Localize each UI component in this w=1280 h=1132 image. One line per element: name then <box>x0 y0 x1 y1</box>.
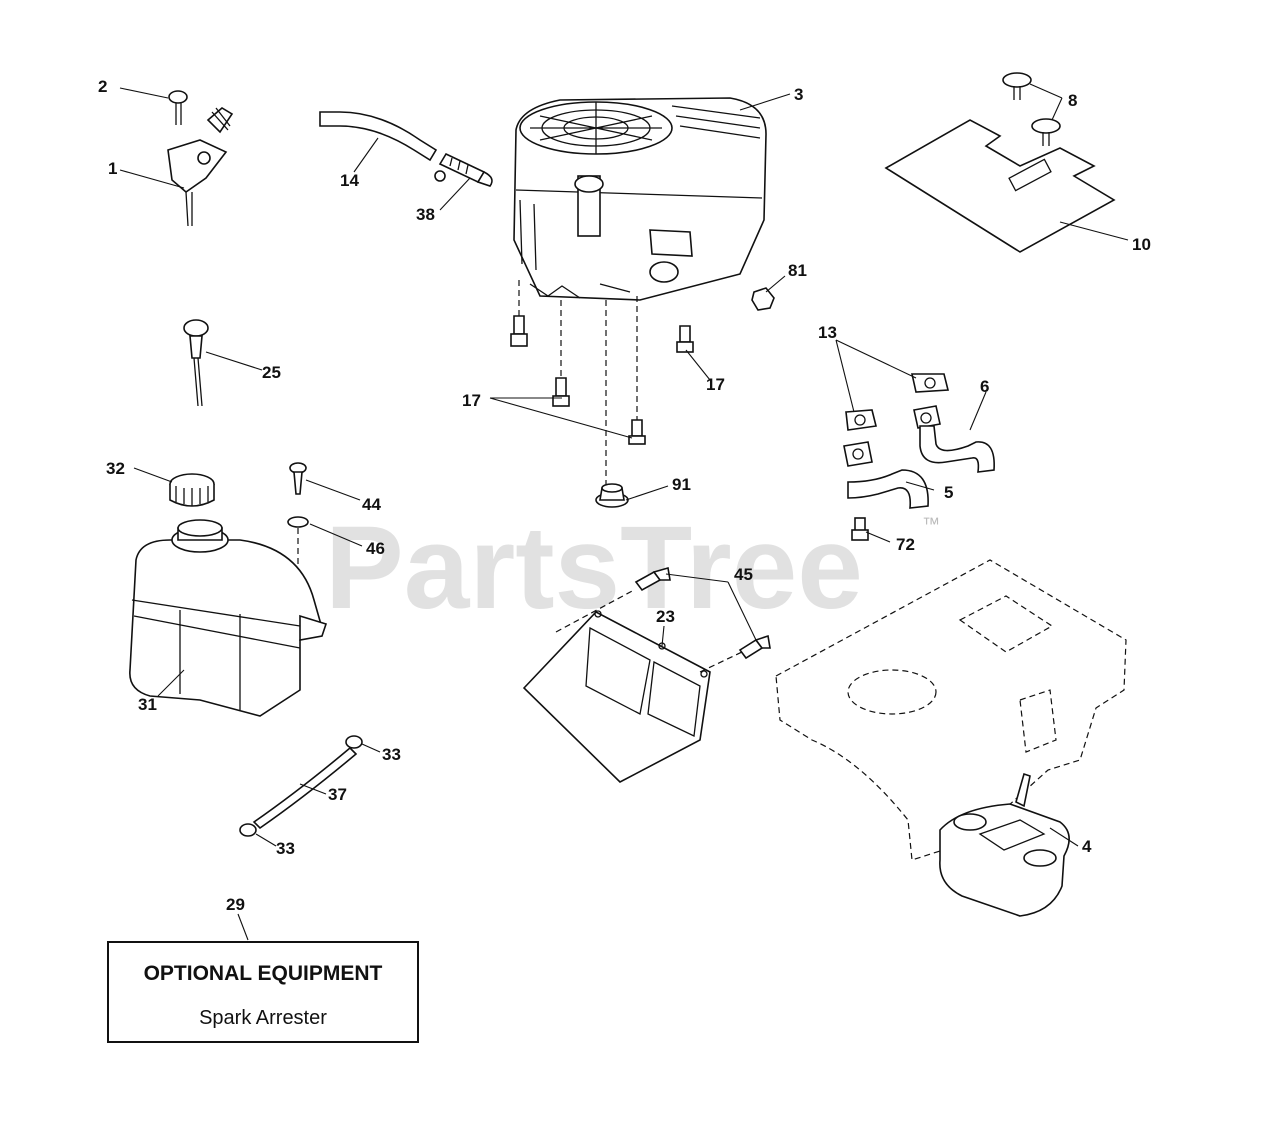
part-44-screw[interactable] <box>289 462 307 495</box>
callout-17a: 17 <box>462 391 481 410</box>
callout-29: 29 <box>226 895 245 914</box>
part-23-bracket[interactable] <box>522 610 711 783</box>
part-5-exhaust-pipe[interactable] <box>847 469 929 509</box>
part-32-fuel-cap[interactable] <box>169 473 215 507</box>
part-14-fuel-line[interactable] <box>319 111 438 162</box>
frame-reference <box>775 559 1127 861</box>
callout-2: 2 <box>98 77 107 96</box>
part-8-knobs[interactable] <box>1002 72 1061 146</box>
part-38-fuel-filter[interactable] <box>434 152 493 187</box>
callout-1: 1 <box>108 159 117 178</box>
callout-3: 3 <box>794 85 803 104</box>
part-17-bolts[interactable] <box>510 315 694 445</box>
callout-38: 38 <box>416 205 435 224</box>
callout-6: 6 <box>980 377 989 396</box>
optional-equipment-subtitle: Spark Arrester <box>199 1007 327 1029</box>
part-37-fuel-line[interactable] <box>252 746 358 830</box>
callouts: 2 1 3 8 10 14 38 81 13 6 5 17 17 91 72 2… <box>98 77 1151 914</box>
callout-10: 10 <box>1132 235 1151 254</box>
part-45-bolts[interactable] <box>634 566 771 660</box>
part-4-muffler[interactable] <box>939 772 1070 917</box>
part-2-screw[interactable] <box>168 90 188 125</box>
callout-32: 32 <box>106 459 125 478</box>
part-91-bushing[interactable] <box>595 483 629 508</box>
callout-81: 81 <box>788 261 807 280</box>
callout-23: 23 <box>656 607 675 626</box>
callout-72: 72 <box>896 535 915 554</box>
callout-4: 4 <box>1082 837 1092 856</box>
callout-13: 13 <box>818 323 837 342</box>
part-33-clamps[interactable] <box>239 735 363 837</box>
callout-25: 25 <box>262 363 281 382</box>
callout-46: 46 <box>366 539 385 558</box>
part-1-throttle-control[interactable] <box>167 107 234 227</box>
callout-8: 8 <box>1068 91 1077 110</box>
callout-44: 44 <box>362 495 381 514</box>
part-6-exhaust-pipe[interactable] <box>919 425 995 473</box>
callout-33b: 33 <box>276 839 295 858</box>
callout-31: 31 <box>138 695 157 714</box>
part-31-fuel-tank[interactable] <box>129 519 328 717</box>
part-25-dipstick[interactable] <box>183 319 209 407</box>
callout-14: 14 <box>340 171 359 190</box>
part-72-bolt[interactable] <box>851 517 869 541</box>
part-46-washer[interactable] <box>287 516 309 528</box>
callout-91: 91 <box>672 475 691 494</box>
callout-45: 45 <box>734 565 753 584</box>
watermark-trademark: ™ <box>922 514 940 534</box>
optional-equipment-title: OPTIONAL EQUIPMENT <box>144 962 383 985</box>
callout-37: 37 <box>328 785 347 804</box>
part-13-gaskets[interactable] <box>843 373 950 467</box>
part-10-shield[interactable] <box>884 119 1116 253</box>
callout-33a: 33 <box>382 745 401 764</box>
part-3-engine[interactable] <box>513 97 767 301</box>
part-81-fitting[interactable] <box>751 287 775 311</box>
callout-17b: 17 <box>706 375 725 394</box>
leader-lines <box>119 83 1129 941</box>
optional-equipment-box: OPTIONAL EQUIPMENT Spark Arrester <box>107 941 419 1043</box>
callout-5: 5 <box>944 483 953 502</box>
